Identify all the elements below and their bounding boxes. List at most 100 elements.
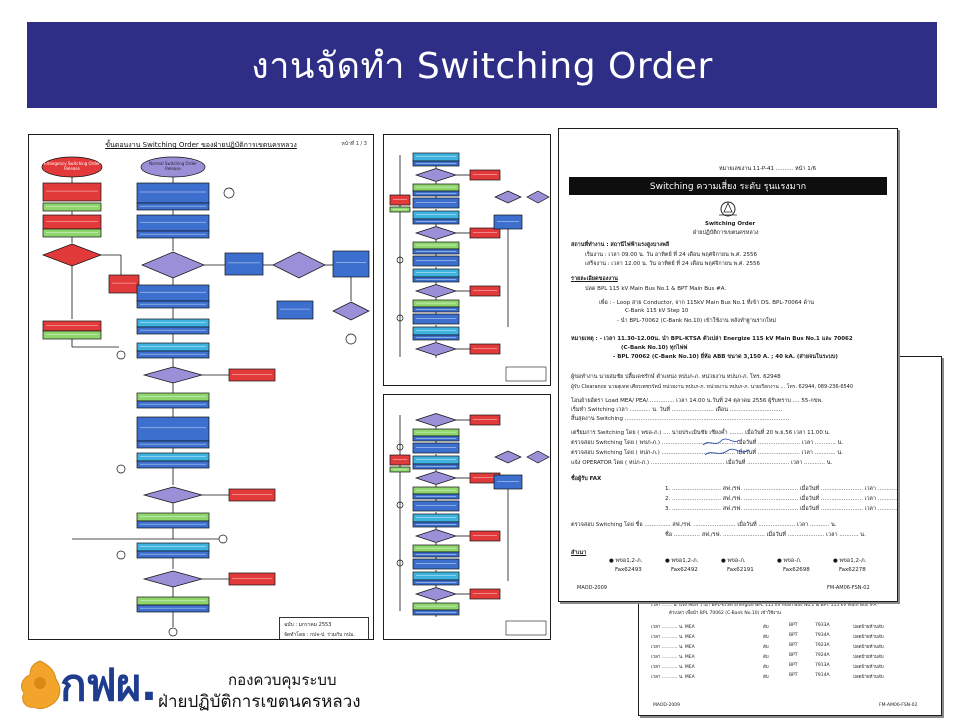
flowchart-diagram-page-3 bbox=[389, 413, 550, 636]
flowchart-footer-line-1: ฉบับ : มกราคม 2553 bbox=[284, 622, 332, 628]
form-logo-caption: Switching Order bbox=[705, 221, 756, 227]
back-row-cell: BPT bbox=[789, 643, 798, 648]
egat-emblem-icon bbox=[719, 201, 737, 217]
flow-process-box bbox=[136, 300, 210, 309]
form-check-2: ตรวจสอบ Switching โดย ( หปภ-ภ.) ........… bbox=[571, 450, 843, 456]
org-department: ฝ่ายปฏิบัติการเขตนครหลวง bbox=[158, 692, 361, 712]
risk-header-text: Switching ความเสี่ยง ระดับ รุนแรงมาก bbox=[649, 182, 807, 192]
flow-process-box bbox=[412, 571, 460, 581]
copy-fax-number: Fax62191 bbox=[727, 567, 754, 573]
flow-process-box bbox=[228, 368, 276, 382]
flow-decision-diamond bbox=[42, 243, 102, 267]
flow-process-box bbox=[412, 513, 460, 523]
back-row-sub: ตัวเปล่า เพื่อนำ BPL 70062 (C-Bank No.10… bbox=[669, 611, 781, 616]
flow-process-box bbox=[136, 400, 210, 409]
back-row-cell: เวลา ........... น. MEA bbox=[651, 675, 695, 680]
back-row-cell: สับ bbox=[763, 665, 769, 670]
form-requester: ผู้ขอทำงาน นายสมชัย ปลื้มเดชรักษ์ ตำแหน่… bbox=[571, 374, 781, 380]
flow-process-box bbox=[42, 182, 102, 202]
form-verify-2: ชื่อ ............... สฟ./รฟ. ...........… bbox=[665, 532, 866, 538]
copy-fax-number: Fax62278 bbox=[839, 567, 866, 573]
form-end-switching: สิ้นสุดงาน Switching ...................… bbox=[571, 416, 790, 422]
flow-connector bbox=[345, 333, 357, 345]
back-row-cell: เวลา ........... น. MEA bbox=[651, 655, 695, 660]
flow-connector bbox=[116, 550, 126, 560]
flow-process-box bbox=[412, 183, 460, 192]
flow-process-box bbox=[136, 182, 210, 204]
back-row-cell: เวลา ........... น. MEA bbox=[651, 645, 695, 650]
flow-process-box bbox=[136, 284, 210, 302]
flow-decision-diamond bbox=[141, 251, 205, 279]
copy-fax-number: Fax62492 bbox=[671, 567, 698, 573]
flowchart-caption: ขั้นตอนงาน Switching Order ของฝ่ายปฏิบัต… bbox=[105, 141, 297, 149]
flow-decision-diamond bbox=[142, 570, 204, 588]
flow-decision-diamond bbox=[414, 342, 458, 356]
back-row-cell: ปลดป้ายห้ามสับ bbox=[853, 645, 884, 650]
flow-process-box bbox=[469, 343, 501, 355]
flowchart-footer-line-2: จัดทำโดย : กปจ-ป. ร่วมกับ กปม. bbox=[284, 632, 355, 638]
flow-process-box bbox=[412, 428, 460, 437]
form-detail-2: เพื่อ : - Loop สาย Conductor, จาก 115kV … bbox=[599, 300, 814, 306]
flow-process-box bbox=[42, 202, 102, 212]
flow-decision-diamond bbox=[414, 168, 458, 182]
form-load: โอนย้ายอัตรา Load MEA/ PEA/.............… bbox=[571, 398, 823, 404]
copy-recipient: ● พขอ1,2-ภ. bbox=[609, 558, 643, 564]
form-verify-1: ตรวจสอบ Switching โดย ชื่อ .............… bbox=[571, 522, 837, 528]
flow-process-box bbox=[332, 250, 370, 278]
flow-process-box bbox=[136, 350, 210, 359]
back-row-cell: สับ bbox=[763, 645, 769, 650]
back-row-cell: 7934A bbox=[815, 633, 830, 638]
flow-process-box bbox=[136, 214, 210, 232]
flowchart-document-page-2 bbox=[383, 134, 551, 386]
copy-recipient: ● พขอ-ภ. bbox=[777, 558, 802, 564]
form-fax-3: 3. ............................ สฟ./รฟ. … bbox=[665, 506, 898, 512]
back-row-cell: 7923A bbox=[815, 643, 830, 648]
flow-decision-diamond bbox=[414, 471, 458, 485]
switching-order-form-page-1: หมายเลขงาน 11-P-41 .......... หน้า 1/6 S… bbox=[558, 128, 898, 602]
egat-logo-icon bbox=[21, 660, 61, 710]
flow-process-box bbox=[469, 169, 501, 181]
flow-process-box bbox=[42, 320, 102, 332]
flow-decision-diamond bbox=[142, 366, 204, 384]
flow-process-box bbox=[136, 512, 210, 522]
flow-process-box bbox=[42, 214, 102, 230]
flow-process-box bbox=[412, 255, 460, 267]
flow-decision-diamond bbox=[414, 413, 458, 427]
form-note-3: - BPL 70062 (C-Bank No.10) ยี่ห้อ ABB ขน… bbox=[613, 354, 838, 360]
back-row-cell: BPT bbox=[789, 653, 798, 658]
flow-footer-box bbox=[505, 366, 547, 382]
flow-process-box bbox=[224, 252, 264, 276]
flowchart-page-number: หน้าที่ 1 / 3 bbox=[341, 141, 367, 147]
flow-process-box bbox=[228, 488, 276, 502]
back-row-cell: BPT bbox=[789, 673, 798, 678]
form-note-1: หมายเหตุ : - เวลา 11.30-12.00น. นำ BPL-K… bbox=[571, 336, 853, 342]
back-row-cell: ปลดป้ายห้ามสับ bbox=[853, 635, 884, 640]
form-operator: แจ้ง OPERATOR โดย ( หปภ-ภ.) ............… bbox=[571, 460, 833, 466]
flow-decision-diamond bbox=[332, 301, 370, 321]
flow-process-box bbox=[493, 474, 523, 490]
back-row-cell: เวลา ........... น. MEA bbox=[651, 635, 695, 640]
copy-recipient: ● พขอ-ภ. bbox=[721, 558, 746, 564]
flow-process-box bbox=[136, 596, 210, 606]
form-detail-3: C-Bank 115 kV Step 10 bbox=[625, 308, 689, 314]
flow-process-box bbox=[493, 214, 523, 230]
form-fax-heading: ชื่อผู้รับ FAX bbox=[571, 476, 602, 482]
form-department: ฝ่ายปฏิบัติการเขตนครหลวง bbox=[693, 230, 759, 236]
flow-process-box bbox=[136, 230, 210, 239]
back-row-cell: 7914A bbox=[815, 673, 830, 678]
flow-process-box bbox=[228, 572, 276, 586]
flow-connector bbox=[116, 464, 126, 474]
org-division: กองควบคุมระบบ bbox=[228, 671, 337, 689]
flow-process-box bbox=[469, 530, 501, 542]
form-note-2: (C-Bank No.10) ทุกไฟฟ bbox=[621, 345, 688, 351]
flow-process-box bbox=[136, 550, 210, 559]
copy-recipient: ● พขอ1,2-ภ. bbox=[665, 558, 699, 564]
flow-process-box bbox=[136, 520, 210, 529]
back-row-cell: 7924A bbox=[815, 653, 830, 658]
title-bar: งานจัดทำ Switching Order bbox=[27, 22, 937, 108]
flowchart-document-main: ขั้นตอนงาน Switching Order ของฝ่ายปฏิบัต… bbox=[28, 134, 374, 640]
form-begin-switching: เริ่มทำ Switching เวลา ............ น. ว… bbox=[571, 407, 783, 413]
flow-process-box bbox=[136, 326, 210, 335]
emergency-label: Emergency Switching Order Release bbox=[44, 161, 100, 171]
back-row-head: เวลา ....... น. แจ้ง MEA ว่านำ BPL-KTSA … bbox=[651, 603, 877, 608]
